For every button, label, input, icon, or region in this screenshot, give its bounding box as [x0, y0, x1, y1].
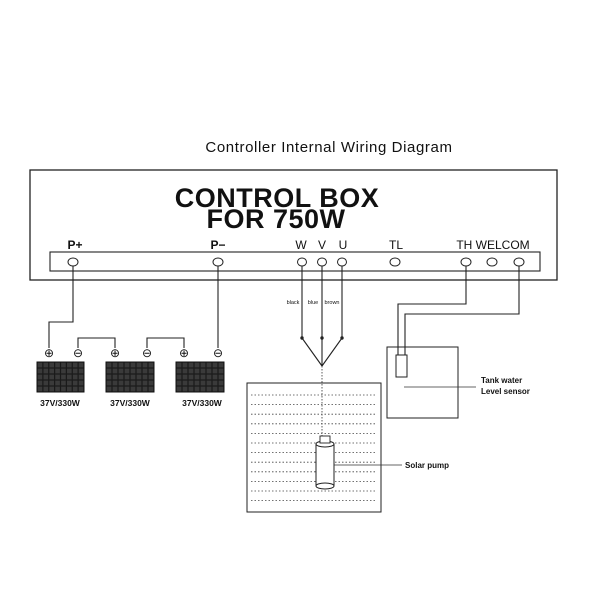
- panel1-plus-symbol: ⊕: [44, 346, 54, 360]
- terminal-screw-tl: [389, 257, 401, 267]
- wire-label-blue: blue: [308, 300, 318, 306]
- wire-panel2-to-panel3: [146, 337, 185, 348]
- wire-label-black: black: [287, 300, 300, 306]
- terminal-screw-wel: [486, 257, 498, 267]
- terminal-screw-th: [460, 257, 472, 267]
- solar-panel-3: [175, 361, 225, 393]
- terminal-screw-p-minus: [212, 257, 224, 267]
- diagram-title: Controller Internal Wiring Diagram: [205, 139, 452, 156]
- terminal-screw-p-plus: [67, 257, 79, 267]
- panel1-minus-symbol: ⊖: [73, 346, 83, 360]
- solar-panel-1-label: 37V/330W: [40, 398, 81, 408]
- terminal-strip: [49, 251, 541, 272]
- solar-panel-3-label: 37V/330W: [182, 398, 223, 408]
- water-well: [246, 382, 382, 513]
- control-box-title-line1: CONTROL BOX: [175, 183, 380, 213]
- solar-panel-2: [105, 361, 155, 393]
- terminal-label-th-welcom: TH WELCOM: [456, 238, 529, 252]
- sensor-wire-th: [397, 266, 467, 356]
- control-box-frame: [29, 169, 558, 281]
- panel2-plus-symbol: ⊕: [110, 346, 120, 360]
- water-level-lines: [251, 394, 377, 502]
- terminal-screw-w: [297, 257, 307, 267]
- panel2-minus-symbol: ⊖: [142, 346, 152, 360]
- terminal-label-p-plus: P+: [67, 238, 82, 252]
- terminal-label-v: V: [318, 238, 326, 252]
- control-box-title-line2: FOR 750W: [206, 204, 345, 234]
- wire-label-brown: brown: [325, 300, 340, 306]
- panel3-plus-symbol: ⊕: [179, 346, 189, 360]
- solar-pump-label: Solar pump: [405, 461, 449, 470]
- terminal-label-p-minus: P−: [210, 238, 225, 252]
- wire-panel1-to-panel2: [77, 337, 116, 348]
- sensor-wire-com: [404, 266, 520, 356]
- wire-p-plus: [48, 266, 74, 348]
- level-sensor-float: [395, 354, 408, 378]
- solar-pump: [315, 435, 335, 490]
- tank-sensor-label-line1: Tank water: [481, 376, 522, 385]
- tank-sensor-label-line2: Level sensor: [481, 387, 530, 396]
- terminal-screw-u: [337, 257, 347, 267]
- terminal-label-tl: TL: [389, 238, 403, 252]
- solar-panel-2-label: 37V/330W: [110, 398, 151, 408]
- terminal-label-u: U: [339, 238, 348, 252]
- terminal-screw-v: [317, 257, 327, 267]
- panel3-minus-symbol: ⊖: [213, 346, 223, 360]
- terminal-label-w: W: [295, 238, 307, 252]
- solar-panel-1: [36, 361, 85, 393]
- tank-box: [386, 346, 459, 419]
- terminal-screw-com: [513, 257, 525, 267]
